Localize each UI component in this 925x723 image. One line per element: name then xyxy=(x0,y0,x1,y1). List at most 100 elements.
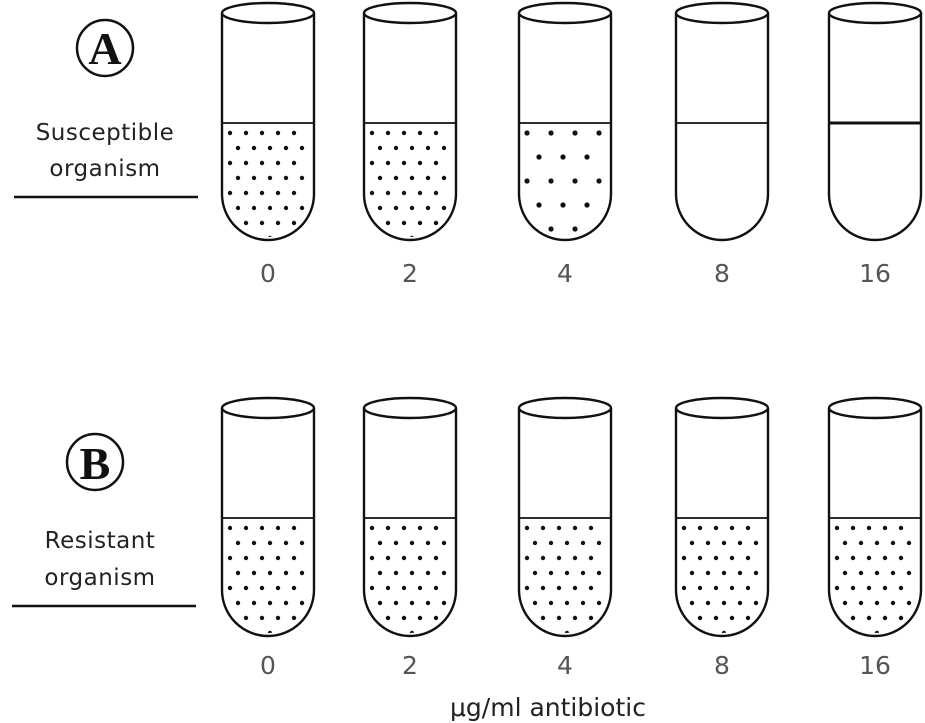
panel-b-conc-3: 8 xyxy=(714,651,730,680)
growth-dot xyxy=(572,226,577,231)
growth-dot xyxy=(426,571,430,575)
growth-dot xyxy=(252,176,256,180)
growth-dot xyxy=(244,161,248,165)
growth-dot xyxy=(573,556,577,560)
growth-dot xyxy=(252,146,256,150)
growth-dot xyxy=(722,571,726,575)
growth-dot xyxy=(268,631,272,635)
growth-dot xyxy=(434,131,438,135)
growth-dot xyxy=(746,586,750,590)
growth-dot xyxy=(907,541,911,545)
growth-dot xyxy=(875,631,879,635)
growth-dot xyxy=(581,571,585,575)
tube-rim xyxy=(222,398,314,418)
growth-dot xyxy=(426,541,430,545)
growth-dot xyxy=(244,191,248,195)
tube-rim xyxy=(519,398,611,418)
growth-dot xyxy=(867,526,871,530)
growth-dot xyxy=(236,631,240,635)
growth-dot xyxy=(738,601,742,605)
growth-dot xyxy=(276,221,280,225)
growth-dot xyxy=(260,556,264,560)
panel-b-conc-1: 2 xyxy=(402,651,418,680)
tube-rim xyxy=(364,398,456,418)
growth-dot xyxy=(300,146,304,150)
growth-dot xyxy=(565,541,569,545)
growth-dot xyxy=(891,571,895,575)
growth-dot xyxy=(292,191,296,195)
panel-a-conc-4: 16 xyxy=(859,259,891,288)
growth-dot xyxy=(883,616,887,620)
growth-dot xyxy=(698,616,702,620)
growth-dot xyxy=(859,571,863,575)
growth-dot xyxy=(276,586,280,590)
growth-dot xyxy=(410,631,414,635)
growth-dot xyxy=(442,631,446,635)
growth-dot xyxy=(541,556,545,560)
growth-dot xyxy=(891,541,895,545)
growth-dot xyxy=(378,176,382,180)
growth-dot xyxy=(228,191,232,195)
growth-dots xyxy=(228,131,304,240)
growth-dot xyxy=(596,130,601,135)
growth-dot xyxy=(434,191,438,195)
growth-dot xyxy=(370,526,374,530)
growth-dot xyxy=(228,526,232,530)
tube-a-3 xyxy=(676,3,768,240)
tube-a-0 xyxy=(222,3,314,240)
growth-dot xyxy=(236,236,240,240)
growth-dot xyxy=(410,176,414,180)
growth-dot xyxy=(541,526,545,530)
growth-dot xyxy=(402,586,406,590)
panel-a-conc-0: 0 xyxy=(260,259,276,288)
growth-dot xyxy=(292,221,296,225)
growth-dot xyxy=(442,146,446,150)
growth-dot xyxy=(536,202,541,207)
growth-dot xyxy=(584,154,589,159)
panel-a-conc-2: 4 xyxy=(557,259,573,288)
growth-dot xyxy=(690,571,694,575)
growth-dot xyxy=(268,206,272,210)
growth-dot xyxy=(292,586,296,590)
growth-dot xyxy=(557,616,561,620)
growth-dot xyxy=(533,571,537,575)
growth-dot xyxy=(410,206,414,210)
tube-rim xyxy=(364,3,456,23)
growth-dot xyxy=(244,131,248,135)
growth-dot xyxy=(875,601,879,605)
growth-dot xyxy=(746,526,750,530)
panel-a: A Susceptible organism xyxy=(14,20,198,197)
panel-a-concentrations: 0 2 4 8 16 xyxy=(260,259,891,288)
growth-dot xyxy=(236,571,240,575)
growth-dot xyxy=(228,161,232,165)
growth-dot xyxy=(236,146,240,150)
tube-rim xyxy=(519,3,611,23)
growth-dot xyxy=(442,541,446,545)
growth-dot xyxy=(252,571,256,575)
growth-dot xyxy=(682,526,686,530)
growth-dot xyxy=(268,571,272,575)
growth-dot xyxy=(722,601,726,605)
growth-dot xyxy=(533,631,537,635)
growth-dot xyxy=(418,161,422,165)
tube-b-2 xyxy=(519,398,611,636)
growth-dot xyxy=(236,206,240,210)
growth-dot xyxy=(284,571,288,575)
growth-dot xyxy=(260,526,264,530)
growth-dot xyxy=(589,616,593,620)
growth-dot xyxy=(402,526,406,530)
growth-dot xyxy=(386,161,390,165)
growth-dot xyxy=(524,130,529,135)
growth-dot xyxy=(572,130,577,135)
growth-dot xyxy=(386,526,390,530)
growth-dot xyxy=(548,130,553,135)
tube-a-4 xyxy=(829,3,921,240)
growth-dot xyxy=(394,146,398,150)
panel-b-conc-0: 0 xyxy=(260,651,276,680)
growth-dot xyxy=(524,226,529,231)
growth-dot xyxy=(418,616,422,620)
growth-dot xyxy=(907,571,911,575)
growth-dot xyxy=(434,586,438,590)
growth-dot xyxy=(370,161,374,165)
